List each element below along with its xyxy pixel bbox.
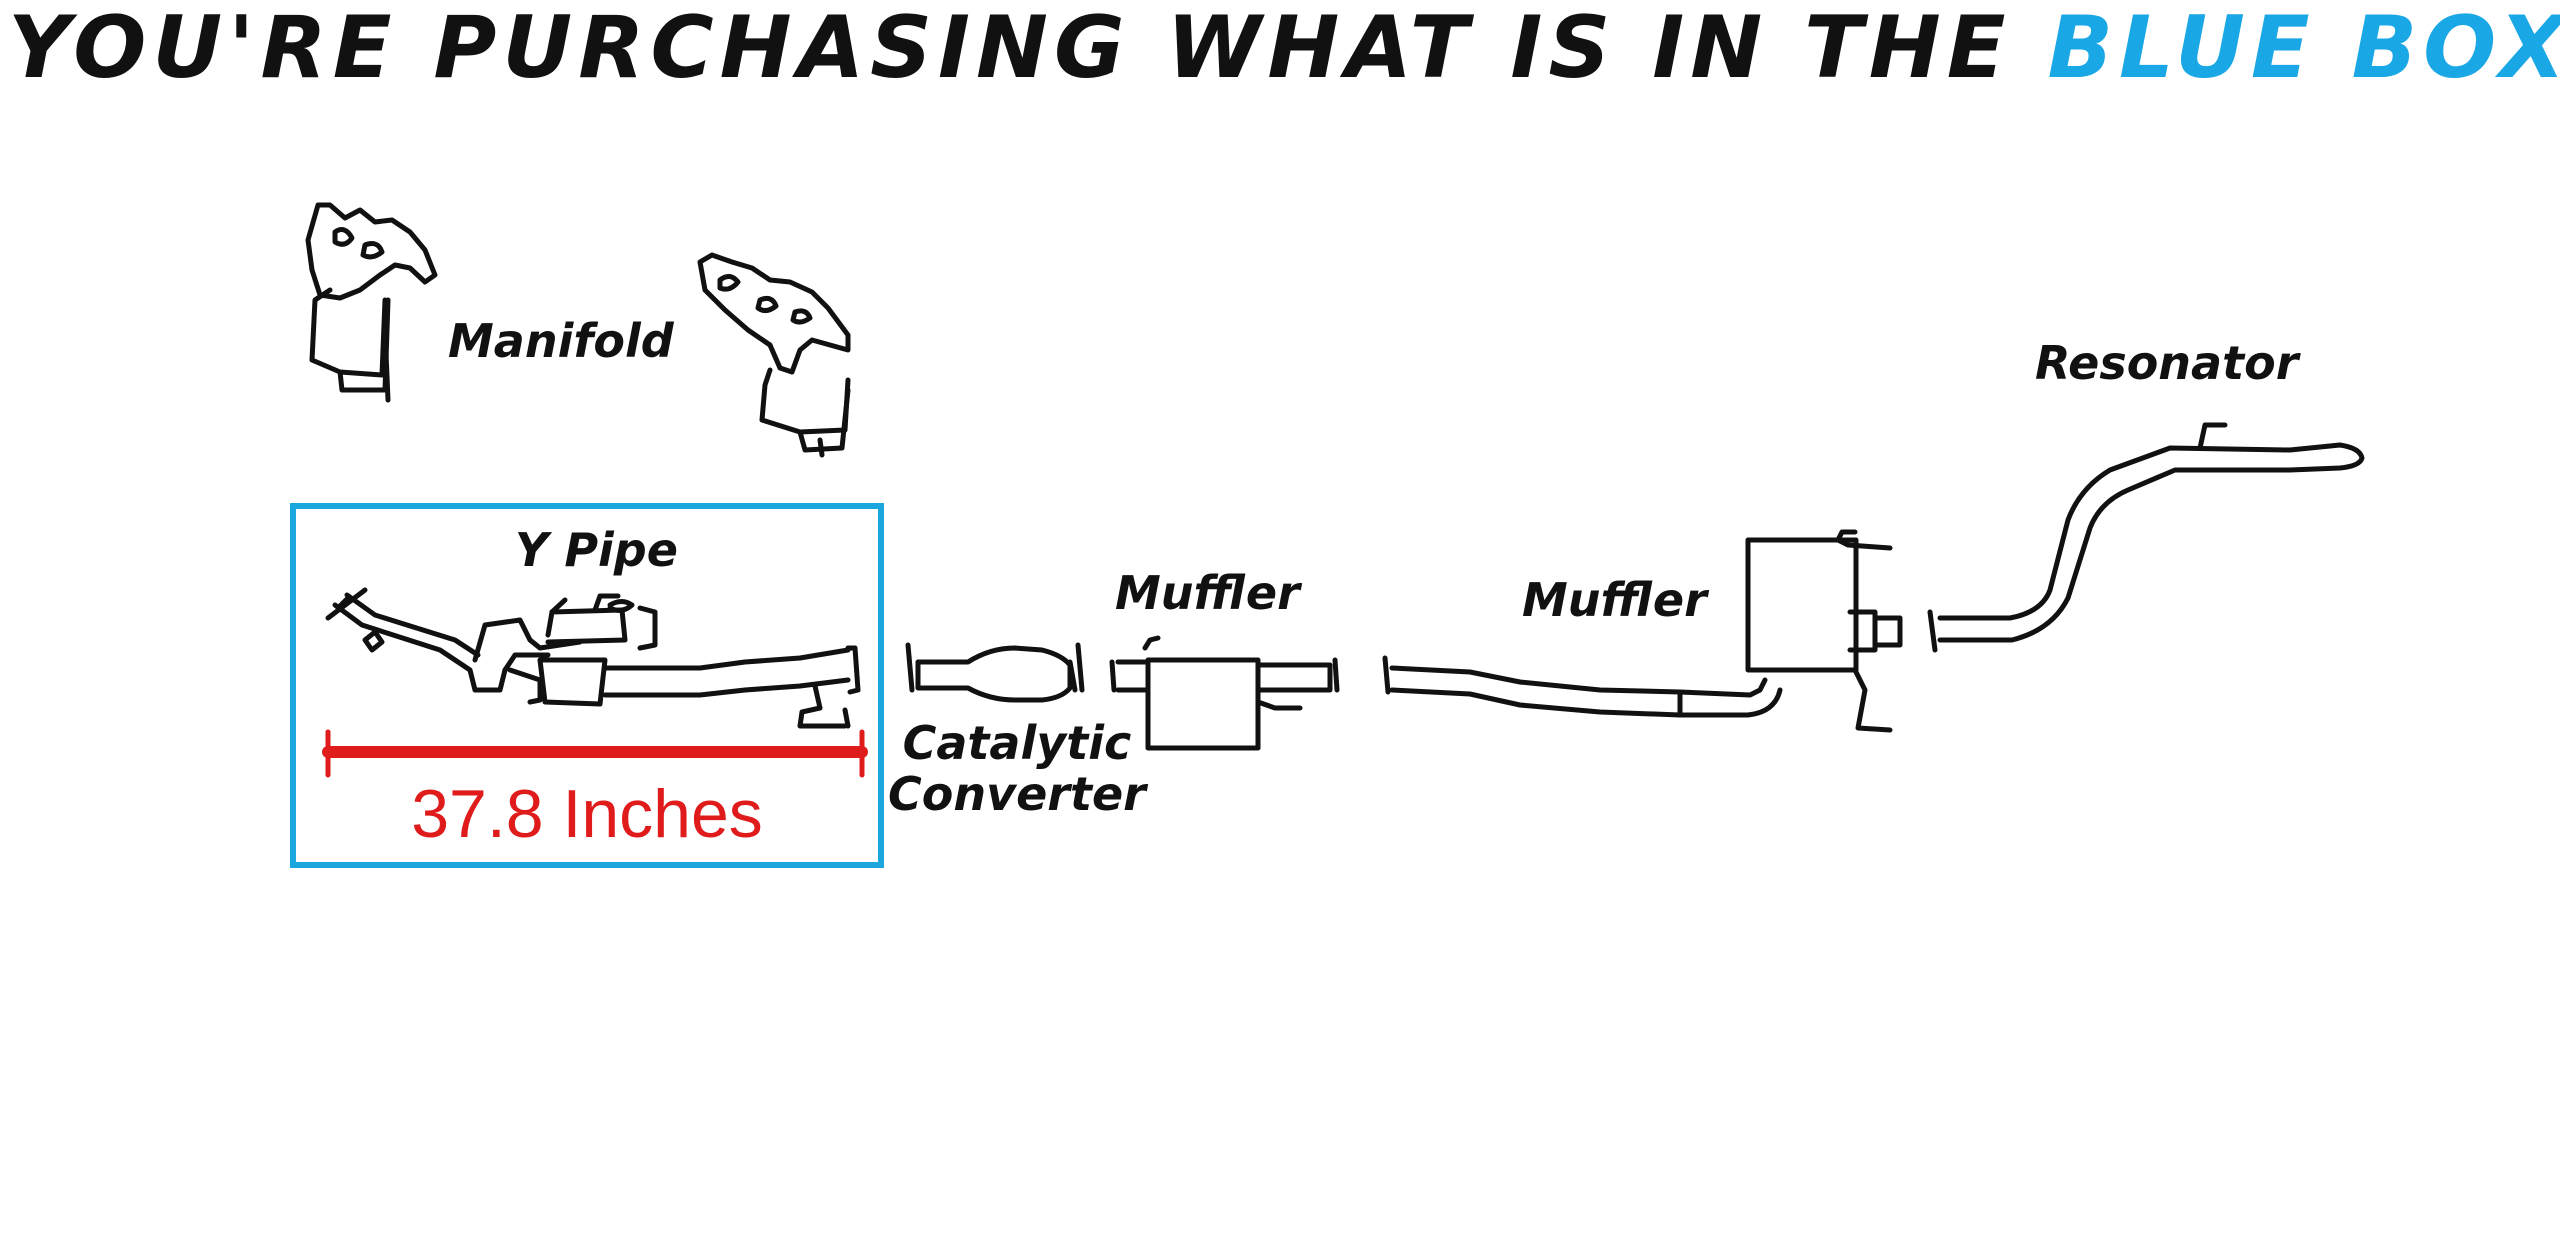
label-catalytic-line2: Converter [888,766,1146,821]
label-muffler-front: Muffler [1115,566,1300,620]
label-resonator: Resonator [2035,336,2299,390]
blue-box-highlight [290,503,884,868]
rear-muffler-part [1382,529,1938,733]
headline-prefix: YOU'RE PURCHASING WHAT IS IN THE [8,0,2048,98]
resonator-part [1937,422,2365,643]
label-manifold: Manifold [448,314,674,368]
y-pipe-part [325,587,861,729]
measurement-bar [322,729,868,778]
label-catalytic-converter: Catalytic Converter [888,718,1146,819]
catalytic-converter-part [905,642,1085,703]
manifold-right-part [697,252,851,458]
label-muffler-rear: Muffler [1522,573,1707,627]
front-muffler-part [1109,635,1340,751]
headline-accent: BLUE BOX [2047,0,2560,98]
measurement-text: 37.8 Inches [411,776,763,852]
manifold-left-part [305,202,438,403]
label-y-pipe: Y Pipe [515,523,678,577]
label-catalytic-line1: Catalytic [902,716,1132,770]
headline: YOU'RE PURCHASING WHAT IS IN THE BLUE BO… [8,0,2560,98]
